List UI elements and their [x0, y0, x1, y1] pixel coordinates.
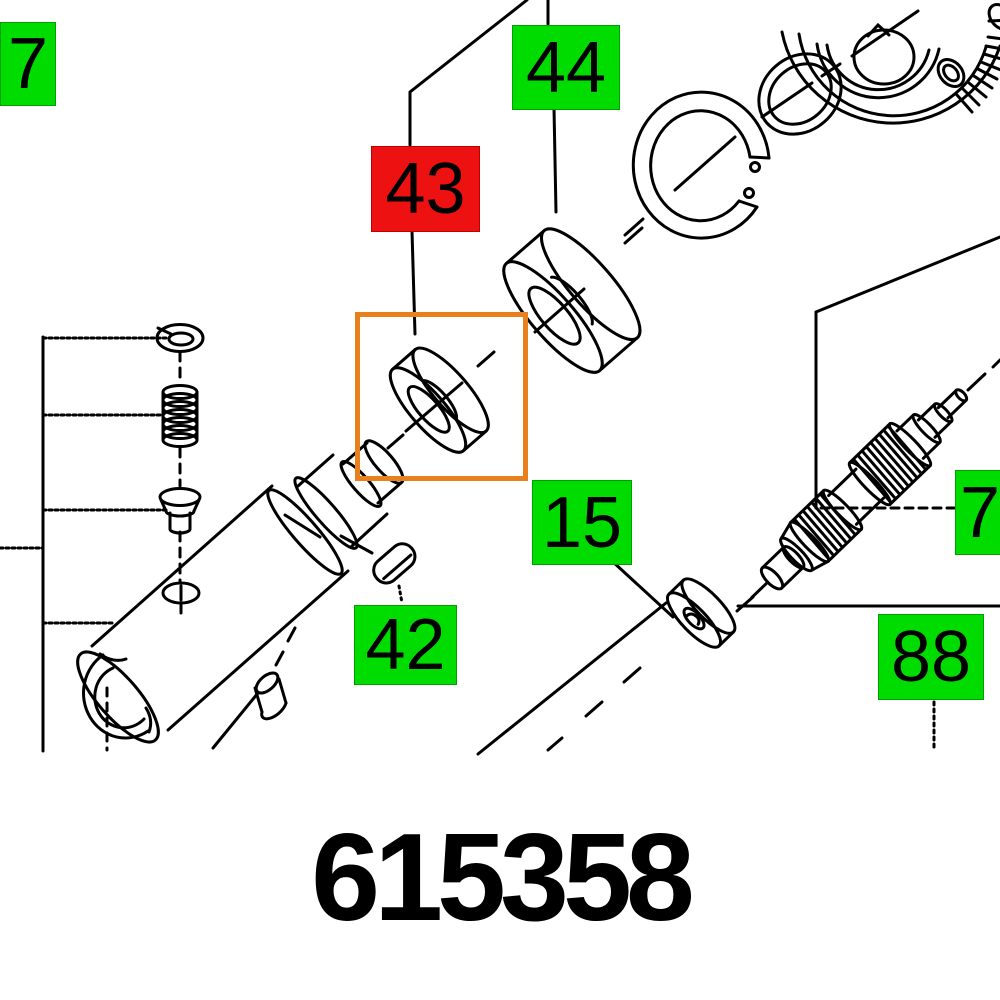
axis-centerlines — [386, 9, 1000, 752]
circlip — [631, 90, 771, 240]
callout-43[interactable]: 43 — [371, 146, 480, 232]
bearing-43 — [388, 346, 490, 454]
key — [283, 513, 417, 605]
gear-teeth — [955, 18, 1000, 114]
shaft-pin — [211, 626, 297, 750]
selected-part-highlight — [355, 312, 528, 481]
callout-7-right[interactable]: 7 — [955, 470, 1000, 555]
leader-lines — [408, 0, 1000, 756]
callout-88[interactable]: 88 — [878, 614, 984, 700]
callout-44[interactable]: 44 — [512, 25, 620, 110]
part-number: 615358 — [311, 809, 695, 947]
centerline-left-parts — [178, 350, 183, 616]
washer-15 — [666, 577, 737, 649]
spindle-shaft — [750, 388, 969, 599]
plug-pin — [158, 487, 202, 535]
o-ring — [757, 52, 843, 136]
gear — [780, 3, 1000, 125]
callout-15[interactable]: 15 — [532, 480, 632, 565]
arbor-shaft — [76, 439, 405, 752]
callout-42[interactable]: 42 — [354, 605, 457, 685]
spring — [161, 384, 199, 448]
bracket-left-7 — [0, 335, 170, 753]
callout-7-top-left[interactable]: 7 — [0, 22, 56, 106]
